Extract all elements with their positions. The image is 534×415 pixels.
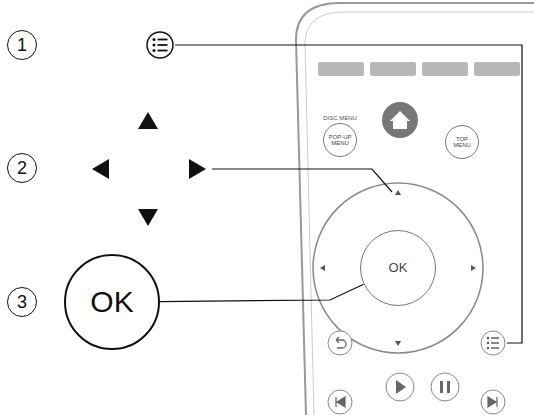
ok-key-symbol: OK bbox=[64, 254, 160, 350]
node-text: TOP MENU bbox=[449, 136, 476, 149]
callout-number: 2 bbox=[7, 153, 37, 183]
node-text: 1 bbox=[17, 36, 27, 55]
leader-line bbox=[160, 284, 364, 301]
button-caption: DISC MENU bbox=[323, 115, 357, 121]
top-menu-button: TOP MENU bbox=[445, 125, 479, 159]
node-text: POP-UP MENU bbox=[327, 134, 354, 147]
node-text: OK bbox=[389, 261, 408, 275]
node-text: OK bbox=[90, 286, 133, 318]
node-text: 3 bbox=[17, 293, 27, 312]
node-text: 2 bbox=[17, 159, 27, 178]
callout-number: 1 bbox=[7, 30, 37, 60]
callout-number: 3 bbox=[7, 287, 37, 317]
popup-menu-button: DISC MENUPOP-UP MENU bbox=[323, 123, 357, 157]
ok-button: OK bbox=[360, 230, 436, 306]
